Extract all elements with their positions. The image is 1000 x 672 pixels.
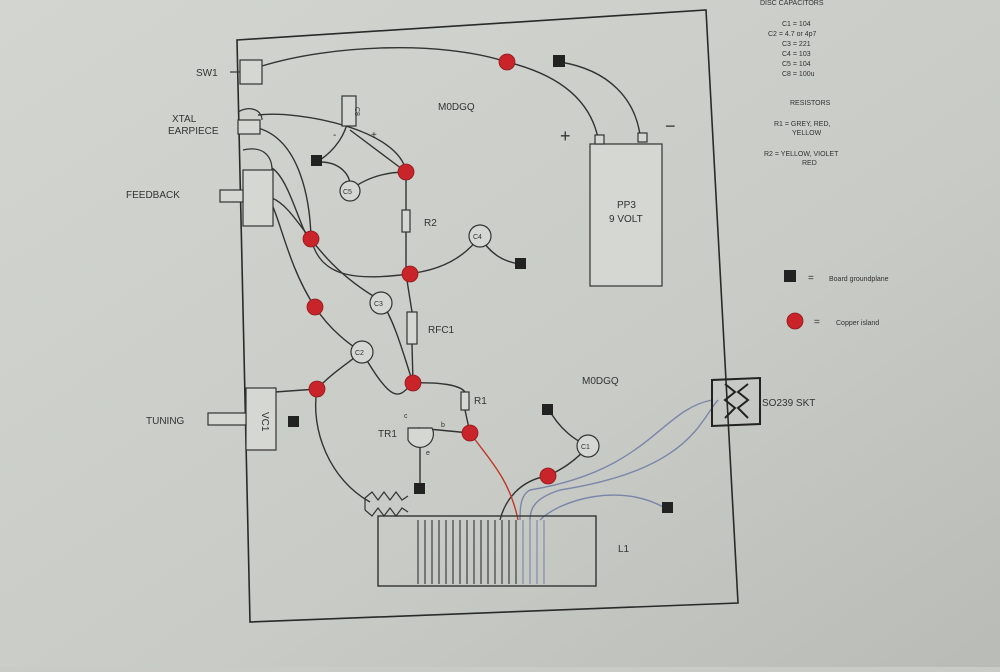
label-m0dgq-mid: M0DGQ (582, 376, 619, 387)
ground-pad (542, 404, 553, 415)
label-tr1: TR1 (378, 429, 397, 440)
r1-code-line2: YELLOW (792, 130, 822, 137)
legend-ground-label: Board groundplane (829, 276, 889, 283)
legend-ground-eq: = (808, 273, 814, 284)
disc-item: C1 = 104 (782, 21, 811, 28)
legend-island-label: Copper island (836, 320, 879, 327)
coax-wires (469, 399, 719, 521)
resistor-r2 (401, 209, 411, 233)
disc-capacitors-title: DISC CAPACITORS (760, 0, 824, 7)
capacitor-c8 (341, 95, 357, 127)
label-c5: C5 (343, 189, 352, 196)
capacitor-c1 (576, 434, 600, 458)
r1-code-line1: R1 = GREY, RED, (774, 121, 831, 128)
copper-island (308, 380, 326, 398)
transistor-tr1 (407, 427, 435, 449)
label-l1: L1 (618, 544, 630, 555)
ground-pad (515, 258, 526, 269)
battery-minus: − (665, 116, 676, 136)
inductor-rfc1 (406, 311, 418, 345)
copper-island (302, 230, 320, 248)
copper-island (404, 374, 422, 392)
crocodile-clip (364, 491, 409, 517)
legend-island-swatch (786, 312, 804, 330)
parts-list: DISC CAPACITORS C1 = 104 C2 = 4.7 or 4p7… (760, 0, 839, 167)
ground-pad (414, 483, 425, 494)
capacitor-c4 (468, 224, 492, 248)
coil-l1 (377, 515, 597, 587)
copper-island (461, 424, 479, 442)
so239-socket (711, 376, 761, 428)
copper-island (306, 298, 324, 316)
c8-minus: - (333, 130, 336, 141)
copper-island (397, 163, 415, 181)
ground-pads (288, 55, 673, 513)
label-xtal: XTAL (172, 114, 197, 125)
legend-island-eq: = (814, 317, 820, 328)
disc-item: C3 = 221 (782, 41, 811, 48)
label-c2: C2 (355, 350, 364, 357)
capacitor-c3 (369, 291, 393, 315)
label-c4: C4 (473, 234, 482, 241)
label-pin-b: b (441, 422, 445, 429)
label-earpiece: EARPIECE (168, 126, 219, 137)
ground-pad (311, 155, 322, 166)
switch-sw1 (230, 59, 263, 85)
disc-item: C2 = 4.7 or 4p7 (768, 31, 817, 38)
c8-plus: + (371, 130, 377, 141)
label-c3: C3 (374, 301, 383, 308)
label-feedback: FEEDBACK (126, 190, 180, 201)
label-pp3: PP3 (617, 200, 636, 211)
label-r1: R1 (474, 396, 487, 407)
ground-pad (662, 502, 673, 513)
label-tuning: TUNING (146, 416, 185, 427)
resistors-title: RESISTORS (790, 100, 831, 107)
resistor-r1 (460, 391, 470, 411)
label-so239: SO239 SKT (762, 398, 815, 409)
r2-code-line1: R2 = YELLOW, VIOLET (764, 151, 839, 158)
ground-pad (553, 55, 565, 67)
disc-item: C8 = 100u (782, 71, 815, 78)
label-pin-e: e (426, 450, 430, 457)
feedback-control (219, 148, 274, 227)
label-pin-c: c (404, 413, 408, 420)
disc-item: C4 = 103 (782, 51, 811, 58)
capacitor-c2 (350, 340, 374, 364)
label-vc1: VC1 (259, 412, 270, 432)
label-m0dgq-top: M0DGQ (438, 102, 475, 113)
r2-code-line2: RED (802, 160, 817, 167)
label-rfc1: RFC1 (428, 325, 455, 336)
copper-island (539, 467, 557, 485)
label-c8: C8 (353, 107, 360, 116)
battery-pp3 (589, 132, 663, 287)
capacitor-c5 (339, 180, 361, 202)
copper-island (401, 265, 419, 283)
disc-capacitors (339, 180, 600, 458)
xtal-earpiece-jack (237, 108, 263, 135)
copper-island (498, 53, 516, 71)
battery-plus: + (560, 126, 571, 146)
copper-islands (302, 53, 557, 485)
label-c1: C1 (581, 444, 590, 451)
legend-ground-swatch (784, 270, 796, 282)
resistors (401, 209, 470, 411)
disc-item: C5 = 104 (782, 61, 811, 68)
label-9-volt: 9 VOLT (609, 214, 643, 225)
coil-windings (417, 520, 517, 584)
label-sw1: SW1 (196, 68, 218, 79)
ground-pad (288, 416, 299, 427)
label-r2: R2 (424, 218, 437, 229)
tuning-capacitor-vc1 (207, 387, 277, 451)
legend: = Board groundplane = Copper island (784, 270, 889, 330)
